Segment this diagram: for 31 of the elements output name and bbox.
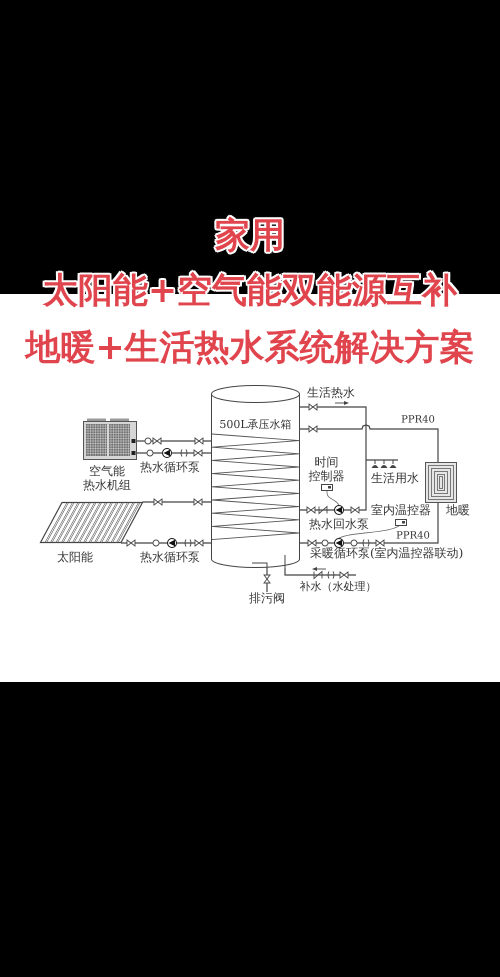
pipe-line [344,460,367,511]
pressure-water-tank [211,385,300,568]
thermostat-label: 室内温控器 [371,504,431,518]
title: 家用 [215,217,285,256]
pipe-line [137,452,162,454]
floor-heating-label: 地暖 [446,504,470,518]
pipe-line [137,440,211,442]
pipe-line [300,406,367,460]
pipe-label: PPR40 [401,414,435,426]
pipe-line [172,452,211,454]
pipe-line [300,509,334,511]
controller-label: 时间控制器 [308,455,346,483]
solar-label: 太阳能 [57,551,93,565]
control-wire [338,526,400,538]
drain-valve-label: 排污阀 [249,592,285,606]
pump-label: 热水循环泵 [140,551,200,565]
control-wire [326,490,340,506]
unit-label: 空气能热水机组 [83,464,132,492]
pipe-line [266,568,268,592]
faucet-label: 生活用水 [371,472,419,486]
pump-label: 热水回水泵 [309,518,369,532]
pipe-label: PPR40 [396,530,430,542]
pump-label: 采暖循环泵(室内温控器联动) [310,547,464,561]
pipe-line [284,568,356,576]
pipe-label: 生活热水 [307,386,355,400]
pipe-line [344,503,439,544]
pipe-line [177,542,211,544]
title-line: 地暖+生活热水系统解决方案 [25,329,475,368]
tank-label: 500L承压水箱 [219,419,292,432]
pump-label: 热水循环泵 [140,461,200,475]
pipe-line [300,424,439,462]
